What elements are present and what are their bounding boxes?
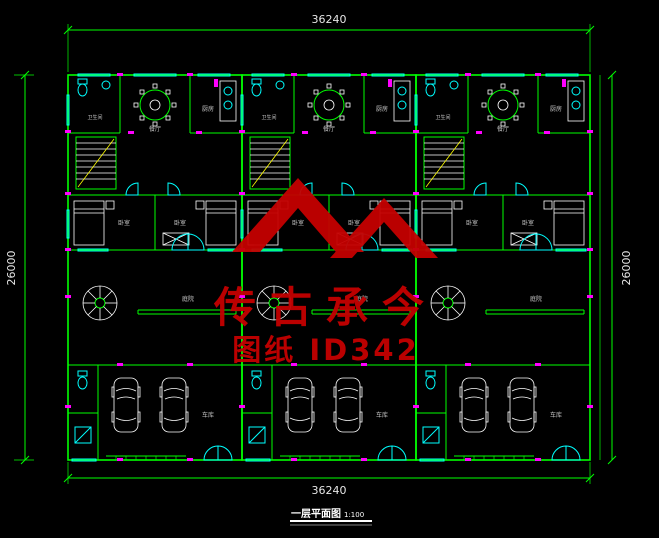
- dim-bottom-value: 36240: [312, 484, 347, 497]
- dimension-left: 26000: [5, 70, 34, 465]
- floor-plan: [65, 73, 593, 461]
- drawing-scale: 1:100: [344, 511, 364, 519]
- unit-1: [65, 73, 245, 461]
- title-block: 一层平面图 1:100: [290, 508, 372, 526]
- dim-top-value: 36240: [312, 13, 347, 26]
- dimension-top: 36240: [63, 13, 595, 72]
- dimension-right: 26000: [599, 70, 633, 465]
- unit-3: [413, 73, 593, 461]
- unit-2: [239, 73, 419, 461]
- watermark-id-text: 图纸 ID342: [232, 333, 420, 367]
- dim-right-value: 26000: [620, 251, 633, 286]
- drawing-title: 一层平面图: [291, 508, 341, 520]
- watermark-brand-text: 传古承今: [213, 283, 438, 332]
- dim-left-value: 26000: [5, 251, 18, 286]
- dimension-bottom: 36240: [63, 462, 595, 497]
- watermark: 传古承今 图纸 ID342: [213, 178, 438, 367]
- watermark-logo-roof-large: [232, 178, 364, 252]
- watermark-logo-roof-small: [330, 198, 438, 258]
